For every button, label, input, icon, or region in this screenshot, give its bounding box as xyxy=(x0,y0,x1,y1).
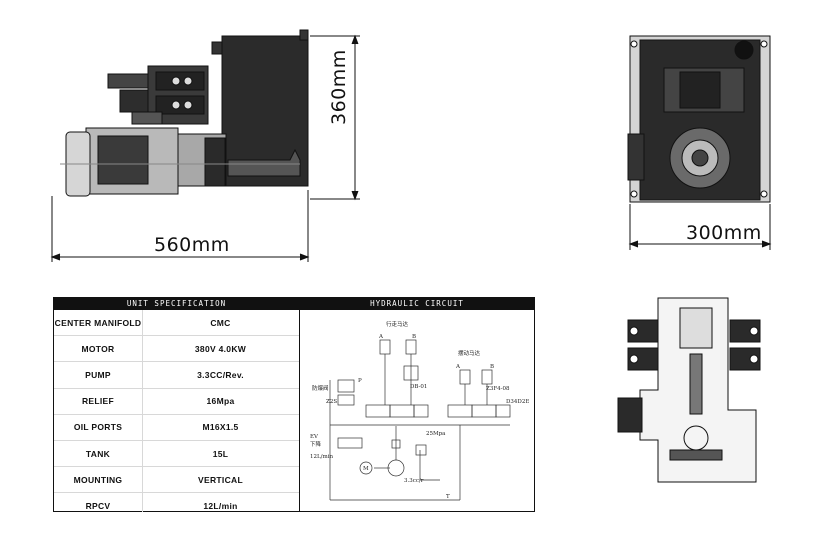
manifold-section-drawing xyxy=(617,297,761,483)
port-b2: B xyxy=(490,364,494,370)
spec-value: CMC xyxy=(210,317,231,328)
spec-header-bar: UNIT SPECIFICATION HYDRAULIC CIRCUIT xyxy=(54,298,534,310)
spec-table: UNIT SPECIFICATION HYDRAULIC CIRCUIT CEN… xyxy=(53,297,535,512)
flow-label: 12L/min xyxy=(310,454,333,460)
spec-label: PUMP xyxy=(85,369,111,380)
tank-label: T xyxy=(446,494,450,500)
height-dimension-label: 360mm xyxy=(328,49,350,125)
spec-label: RELIEF xyxy=(81,396,115,407)
motor-symbol: M xyxy=(363,466,369,472)
spec-row: MOUNTING VERTICAL xyxy=(54,467,299,494)
spec-value: M16X1.5 xyxy=(202,422,239,433)
spec-value: VERTICAL xyxy=(198,474,243,485)
solenoid-valve xyxy=(107,73,149,89)
spec-value: 380V 4.0KW xyxy=(194,343,247,354)
valve-4-label: D34D2E xyxy=(506,399,529,405)
spec-value: 3.3CC/Rev. xyxy=(197,369,244,380)
spec-row: OIL PORTS M16X1.5 xyxy=(54,415,299,441)
spec-row: RPCV 12L/min xyxy=(54,493,299,518)
pressure-label: 25Mpa xyxy=(426,431,446,437)
label-p: P xyxy=(358,378,362,384)
port-a1: A xyxy=(378,334,384,340)
unit-spec-header: UNIT SPECIFICATION xyxy=(126,299,227,308)
spec-label: RPCV xyxy=(85,500,111,511)
side-view-drawing xyxy=(50,29,772,262)
valve-3-label: Z3F4-08 xyxy=(486,386,510,392)
spec-row: PUMP 3.3CC/Rev. xyxy=(54,362,299,389)
spec-row: CENTER MANIFOLD CMC xyxy=(54,310,299,337)
hydraulic-circuit-header: HYDRAULIC CIRCUIT xyxy=(370,299,464,308)
port-a2: A xyxy=(455,364,461,370)
valve-1-label: EV xyxy=(310,434,319,440)
antiexplosion-valve-label: 防爆阀 xyxy=(312,384,329,392)
swing-motor-label: 摆动马达 xyxy=(458,349,481,357)
pump-disp-label: 3.3cc/r xyxy=(404,478,424,484)
spec-rows: CENTER MANIFOLD CMC MOTOR 380V 4.0KW PUMP 3… xyxy=(54,310,299,519)
valve-1b-label: 下降 xyxy=(310,440,322,448)
spec-label: CENTER MANIFOLD xyxy=(54,317,142,328)
depth-dimension-label: 300mm xyxy=(686,222,762,244)
spec-label: TANK xyxy=(85,448,111,459)
spec-value: 12L/min xyxy=(203,500,238,511)
spec-label: OIL PORTS xyxy=(73,422,123,433)
code-1: Z2S xyxy=(326,399,337,405)
valve-2-label: DB-01 xyxy=(410,384,427,390)
spec-label: MOTOR xyxy=(81,343,115,354)
port-b1: B xyxy=(412,334,416,340)
spec-value: 15L xyxy=(212,448,229,459)
width-dimension-label: 560mm xyxy=(154,234,230,256)
spec-value: 16Mpa xyxy=(206,396,235,407)
spec-row: MOTOR 380V 4.0KW xyxy=(54,336,299,363)
spec-label: MOUNTING xyxy=(73,474,123,485)
travel-motor-label: 行走马达 xyxy=(386,320,409,328)
spec-row: RELIEF 16Mpa xyxy=(54,389,299,415)
hydraulic-circuit-schematic: 行走马达 摆动马达 A B A B 防爆阀 P Z2S EV 下降 DB-01 … xyxy=(310,320,529,501)
spec-row: TANK 15L xyxy=(54,441,299,468)
